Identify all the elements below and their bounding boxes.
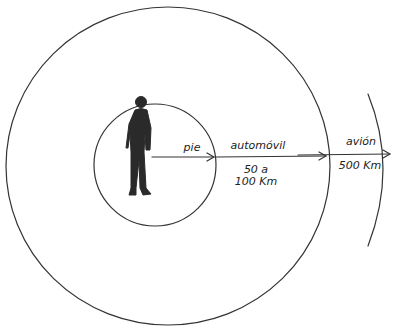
walking-person	[126, 97, 151, 196]
arrow-label: avión	[340, 136, 382, 148]
arrow-head	[207, 153, 214, 161]
arrow-label: automóvil	[226, 140, 290, 152]
outer-circle	[6, 7, 330, 325]
plane-arrow	[298, 154, 390, 155]
arrow-head	[383, 150, 390, 158]
car-arrow	[216, 156, 326, 157]
arrow-label: 500 Km	[334, 160, 386, 172]
inner-circle	[94, 104, 216, 226]
arrow-label: pie	[172, 142, 212, 154]
arrow-label: 50 a 100 Km	[234, 164, 278, 188]
walk-arrow	[152, 156, 214, 157]
arrow-head	[319, 152, 326, 160]
